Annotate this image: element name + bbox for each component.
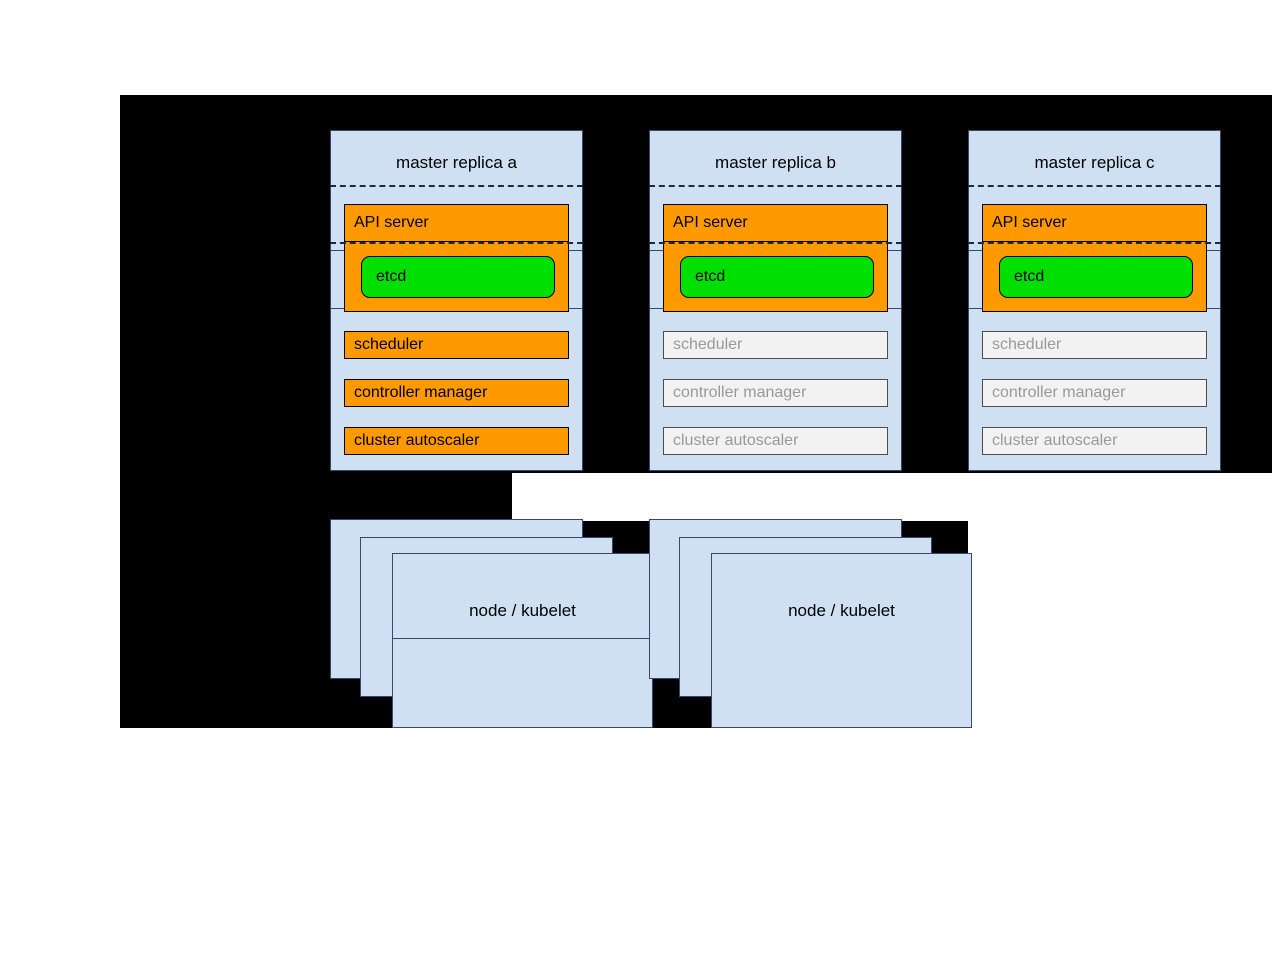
replica-c-controller-manager[interactable]: controller manager (982, 379, 1207, 407)
replica-c-scheduler-label: scheduler (992, 336, 1062, 353)
backdrop-left-bridge (120, 473, 512, 521)
replica-c-etcd[interactable]: etcd (999, 256, 1193, 298)
master-replica-c-title: master replica c (1034, 153, 1155, 172)
replica-c-cluster-autoscaler[interactable]: cluster autoscaler (982, 427, 1207, 455)
node-group-2-label: node / kubelet (788, 601, 895, 620)
replica-b-divider-top (649, 185, 902, 187)
replica-c-cluster-autoscaler-label: cluster autoscaler (992, 432, 1118, 449)
replica-c-scheduler[interactable]: scheduler (982, 331, 1207, 359)
node-group-1-label: node / kubelet (469, 601, 576, 620)
master-replica-b-title: master replica b (715, 153, 836, 172)
replica-a-controller-manager[interactable]: controller manager (344, 379, 569, 407)
replica-b-scheduler[interactable]: scheduler (663, 331, 888, 359)
replica-c-api-server-label: API server (992, 214, 1067, 231)
replica-b-etcd[interactable]: etcd (680, 256, 874, 298)
replica-a-api-server-label: API server (354, 214, 429, 231)
replica-a-controller-manager-label: controller manager (354, 384, 488, 401)
replica-b-controller-manager-label: controller manager (673, 384, 807, 401)
replica-b-api-server-label: API server (673, 214, 748, 231)
replica-a-scheduler-label: scheduler (354, 336, 424, 353)
node-group-2-layer-front[interactable]: node / kubelet (711, 553, 972, 728)
replica-a-cluster-autoscaler[interactable]: cluster autoscaler (344, 427, 569, 455)
replica-b-controller-manager[interactable]: controller manager (663, 379, 888, 407)
replica-a-etcd[interactable]: etcd (361, 256, 555, 298)
replica-a-divider-api (330, 242, 583, 244)
master-replica-a-title: master replica a (396, 153, 517, 172)
replica-b-cluster-autoscaler[interactable]: cluster autoscaler (663, 427, 888, 455)
node-group-1-divider (392, 638, 653, 639)
replica-c-etcd-label: etcd (1014, 268, 1045, 285)
replica-c-controller-manager-label: controller manager (992, 384, 1126, 401)
replica-a-api-server[interactable]: API server (344, 204, 569, 242)
node-group-1-layer-front[interactable]: node / kubelet (392, 553, 653, 728)
replica-b-scheduler-label: scheduler (673, 336, 743, 353)
replica-b-divider-api (649, 242, 902, 244)
replica-b-cluster-autoscaler-label: cluster autoscaler (673, 432, 799, 449)
replica-b-etcd-label: etcd (695, 268, 726, 285)
replica-a-cluster-autoscaler-label: cluster autoscaler (354, 432, 480, 449)
replica-a-etcd-label: etcd (376, 268, 407, 285)
replica-a-scheduler[interactable]: scheduler (344, 331, 569, 359)
replica-c-divider-top (968, 185, 1221, 187)
replica-c-api-server[interactable]: API server (982, 204, 1207, 242)
replica-a-divider-top (330, 185, 583, 187)
replica-b-api-server[interactable]: API server (663, 204, 888, 242)
replica-c-divider-api (968, 242, 1221, 244)
